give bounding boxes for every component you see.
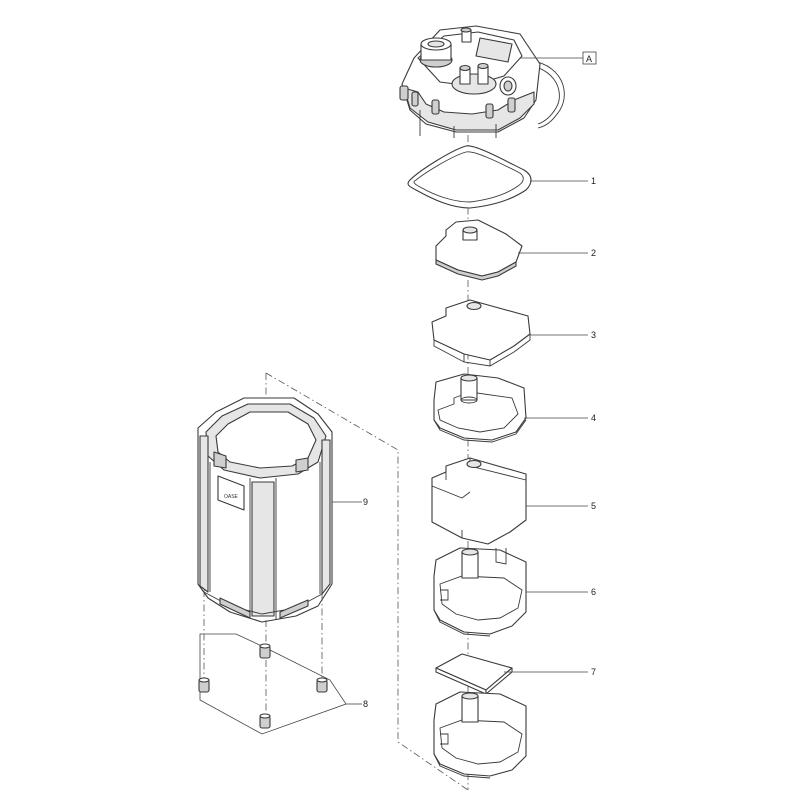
callout-4: 4 [591, 413, 596, 423]
assembly-axis-link [265, 372, 469, 791]
callout-9: 9 [363, 497, 368, 507]
callout-5: 5 [591, 501, 596, 511]
canister-logo: OASE [224, 494, 239, 500]
part-8-feet [198, 590, 347, 735]
part-5-foam-block [431, 457, 527, 545]
callout-1: 1 [591, 176, 596, 186]
callout-7: 7 [591, 667, 596, 677]
part-3-foam-pad [431, 299, 531, 367]
callout-a: A [586, 54, 592, 64]
part-2-mesh-plate [435, 219, 523, 281]
part-6-media-basket [433, 547, 527, 637]
part-1-seal-ring [407, 145, 532, 209]
callout-6: 6 [591, 587, 596, 597]
foot-right [316, 677, 328, 693]
part-9-canister [197, 397, 333, 623]
callout-2: 2 [591, 248, 596, 258]
callout-a-box [582, 51, 597, 65]
callout-8: 8 [363, 699, 368, 709]
foot-front [259, 713, 271, 729]
foot-left [198, 677, 210, 693]
callout-3: 3 [591, 330, 596, 340]
bottom-media-basket [433, 691, 527, 779]
part-7-filter-pad [435, 653, 513, 695]
part-4-media-basket [433, 373, 527, 443]
pump-head [399, 25, 565, 138]
foot-rear [259, 643, 271, 659]
